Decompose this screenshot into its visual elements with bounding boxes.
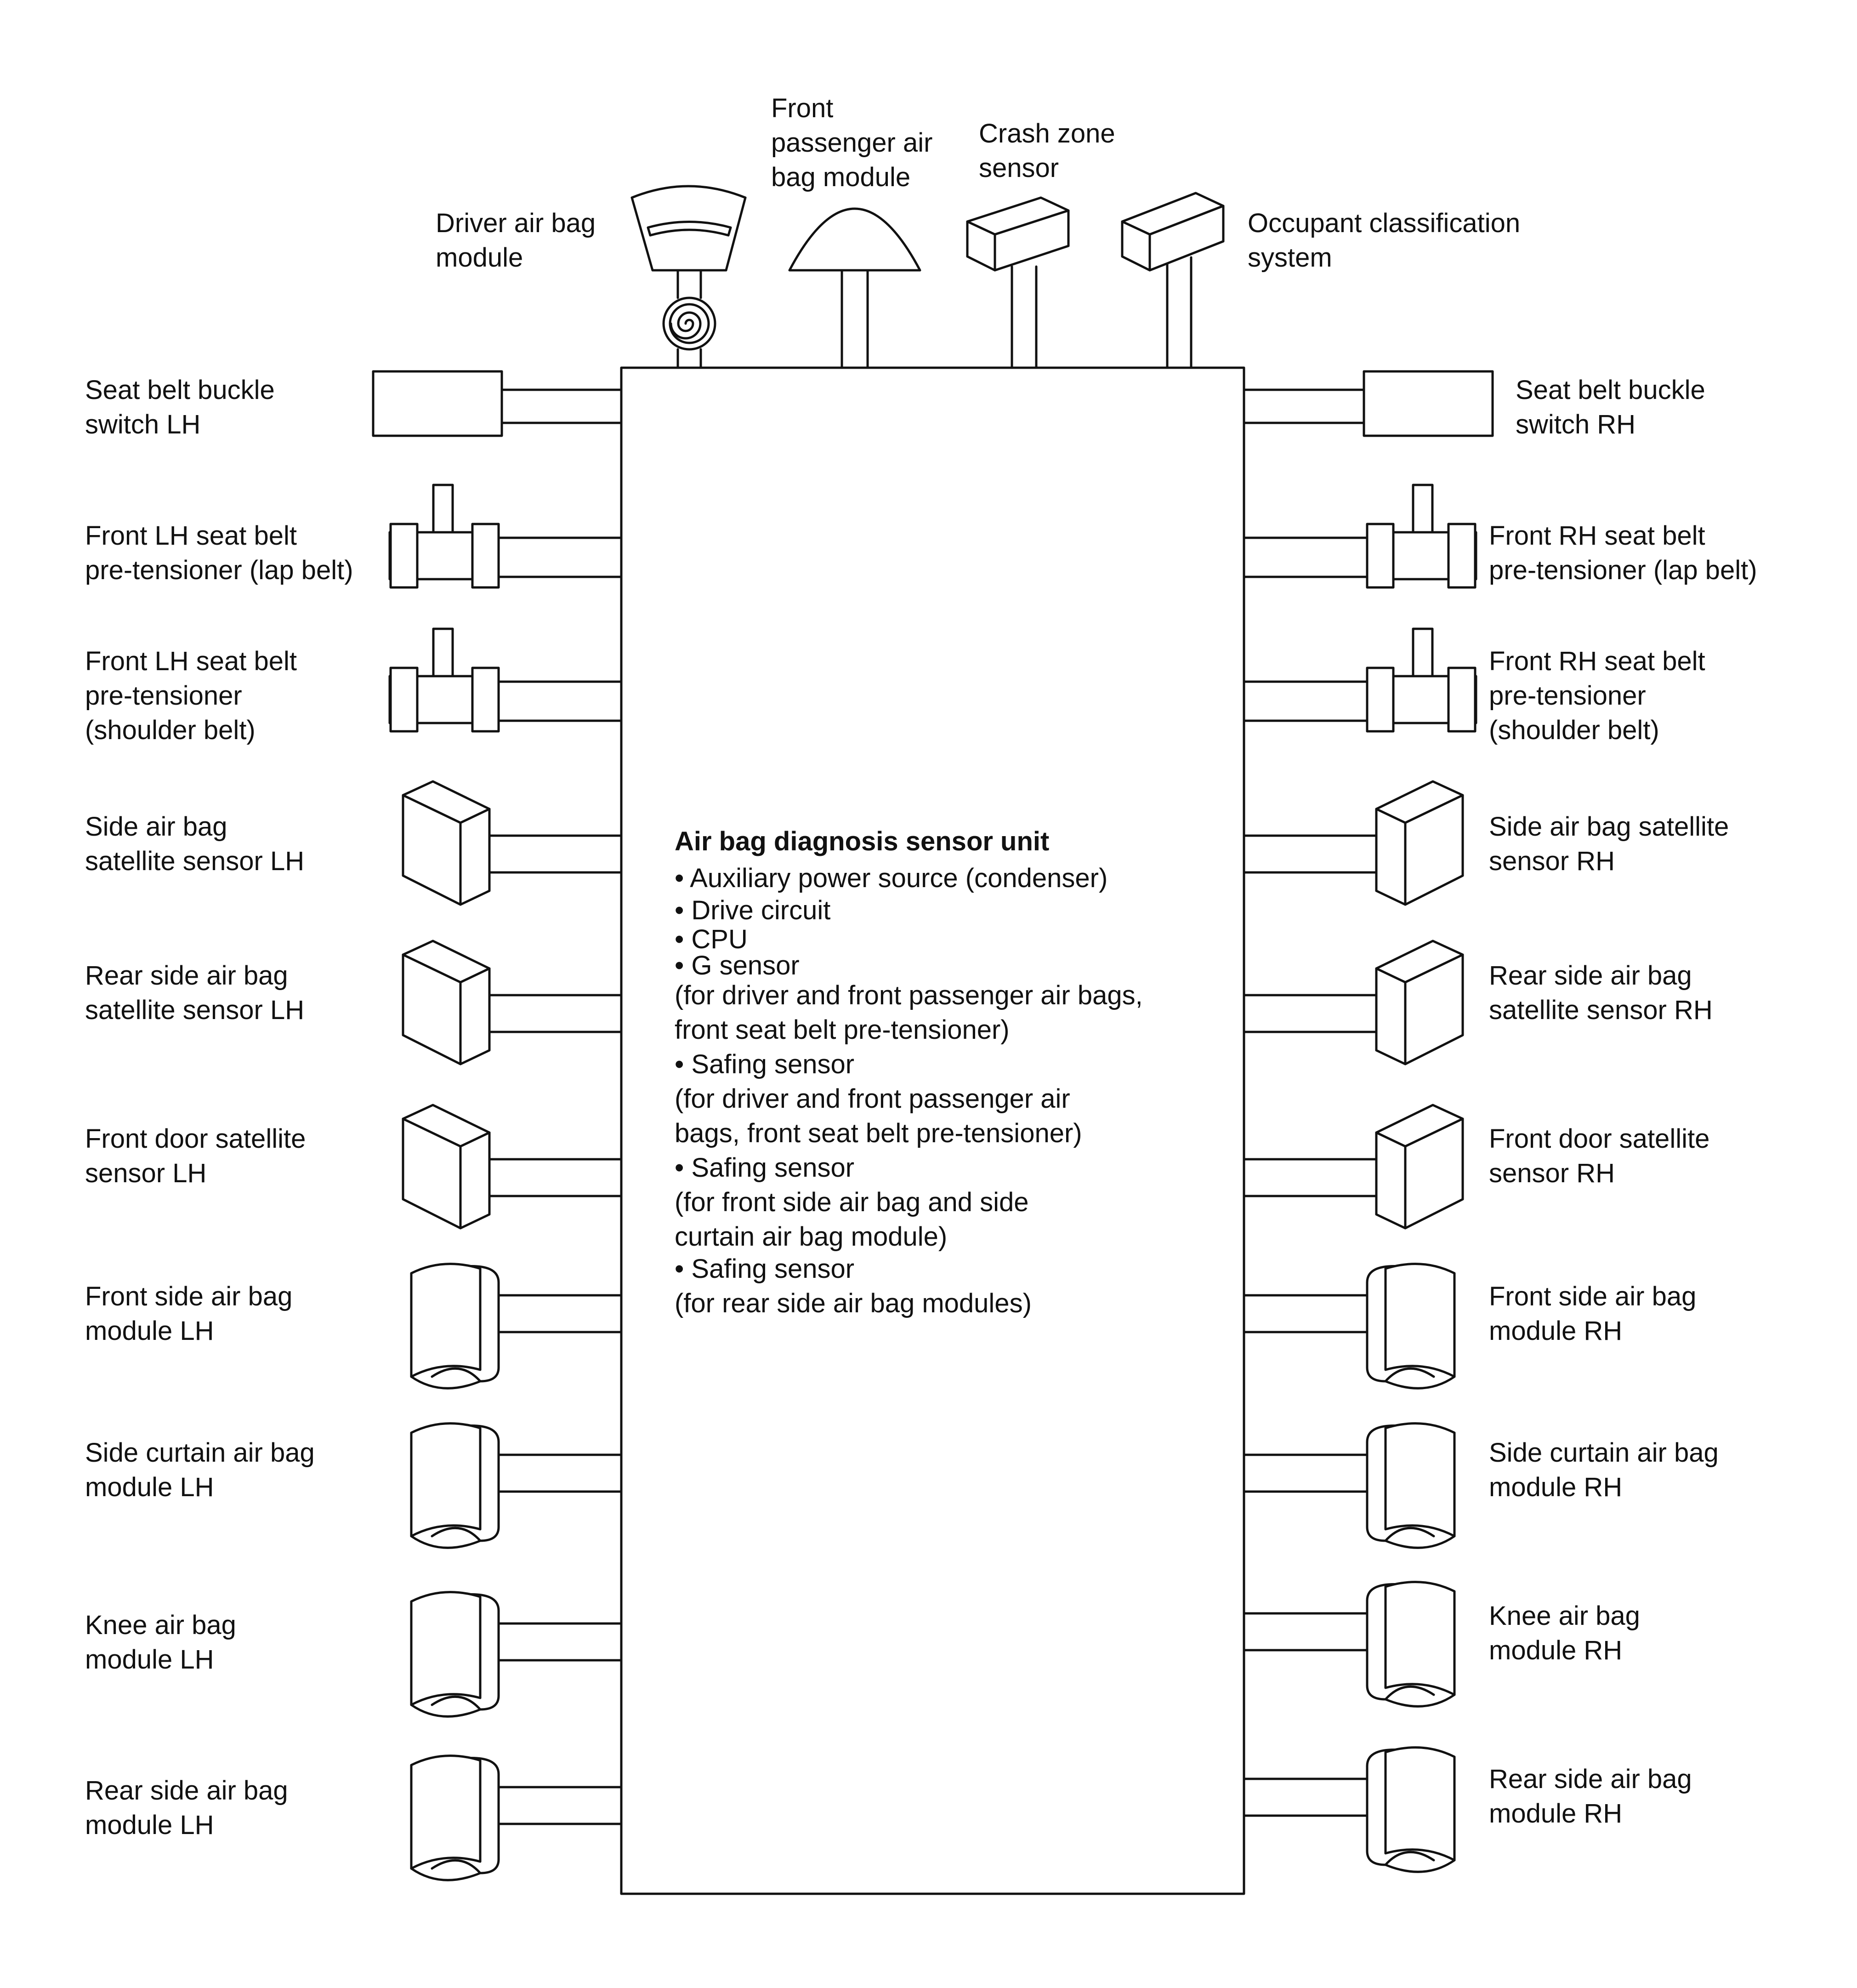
unit-description: • Auxiliary power source (condenser) • D… bbox=[675, 863, 1150, 1318]
knee-airbag-module-rh-icon bbox=[1243, 1581, 1456, 1708]
seat-belt-buckle-switch-rh-icon bbox=[1243, 370, 1494, 437]
crash-zone-sensor-label: Crash zone sensor bbox=[979, 119, 1123, 183]
rear-side-airbag-satellite-sensor-rh-icon bbox=[1243, 940, 1464, 1065]
left-label-2: Front LH seat belt pre-tensioner (should… bbox=[85, 646, 304, 745]
right-label-9: Rear side air bag module RH bbox=[1489, 1764, 1699, 1829]
rear-side-airbag-module-rh-icon bbox=[1243, 1746, 1456, 1873]
side-curtain-airbag-module-lh-icon bbox=[410, 1422, 623, 1549]
front-rh-pretensioner-lap-icon bbox=[1243, 484, 1477, 589]
driver-airbag-label: Driver air bag module bbox=[436, 208, 603, 273]
right-label-7: Side curtain air bag module RH bbox=[1489, 1438, 1726, 1502]
front-side-airbag-module-lh-icon bbox=[410, 1263, 623, 1390]
right-label-6: Front side air bag module RH bbox=[1489, 1282, 1704, 1346]
side-airbag-satellite-sensor-lh-icon bbox=[402, 780, 623, 906]
front-passenger-airbag-module-icon bbox=[788, 207, 921, 369]
left-label-3: Side air bag satellite sensor LH bbox=[85, 812, 304, 876]
front-rh-pretensioner-shoulder-icon bbox=[1243, 627, 1477, 733]
seat-belt-buckle-switch-lh-icon bbox=[372, 370, 623, 437]
left-label-0: Seat belt buckle switch LH bbox=[85, 375, 282, 439]
rear-side-airbag-module-lh-icon bbox=[410, 1754, 623, 1881]
left-label-8: Knee air bag module LH bbox=[85, 1610, 244, 1675]
right-label-0: Seat belt buckle switch RH bbox=[1516, 375, 1713, 439]
driver-airbag-module-icon bbox=[630, 185, 747, 369]
unit-title: Air bag diagnosis sensor unit bbox=[675, 826, 1049, 856]
side-curtain-airbag-module-rh-icon bbox=[1243, 1422, 1456, 1549]
front-door-satellite-sensor-rh-icon bbox=[1243, 1104, 1464, 1230]
left-label-6: Front side air bag module LH bbox=[85, 1282, 300, 1346]
right-label-5: Front door satellite sensor RH bbox=[1489, 1124, 1717, 1188]
occupant-classification-label: Occupant classification system bbox=[1248, 208, 1528, 273]
front-side-airbag-module-rh-icon bbox=[1243, 1263, 1456, 1390]
left-label-5: Front door satellite sensor LH bbox=[85, 1124, 313, 1188]
left-label-4: Rear side air bag satellite sensor LH bbox=[85, 961, 304, 1025]
left-label-1: Front LH seat belt pre-tensioner (lap be… bbox=[85, 521, 353, 585]
rear-side-airbag-satellite-sensor-lh-icon bbox=[402, 940, 623, 1065]
right-label-3: Side air bag satellite sensor RH bbox=[1489, 812, 1736, 876]
occupant-classification-system-icon bbox=[1121, 192, 1225, 369]
right-label-8: Knee air bag module RH bbox=[1489, 1601, 1647, 1665]
right-label-1: Front RH seat belt pre-tensioner (lap be… bbox=[1489, 521, 1757, 585]
front-lh-pretensioner-shoulder-icon bbox=[388, 627, 623, 733]
crash-zone-sensor-icon bbox=[966, 196, 1070, 369]
front-passenger-airbag-label: Front passenger air bag module bbox=[771, 93, 940, 192]
right-label-4: Rear side air bag satellite sensor RH bbox=[1489, 961, 1713, 1025]
knee-airbag-module-lh-icon bbox=[410, 1591, 623, 1718]
front-lh-pretensioner-lap-icon bbox=[388, 484, 623, 589]
side-airbag-satellite-sensor-rh-icon bbox=[1243, 780, 1464, 906]
left-label-9: Rear side air bag module LH bbox=[85, 1776, 295, 1840]
right-label-2: Front RH seat belt pre-tensioner (should… bbox=[1489, 646, 1713, 745]
left-label-7: Side curtain air bag module LH bbox=[85, 1438, 322, 1502]
diagnosis-sensor-unit-box bbox=[620, 366, 1245, 1895]
front-door-satellite-sensor-lh-icon bbox=[402, 1104, 623, 1230]
